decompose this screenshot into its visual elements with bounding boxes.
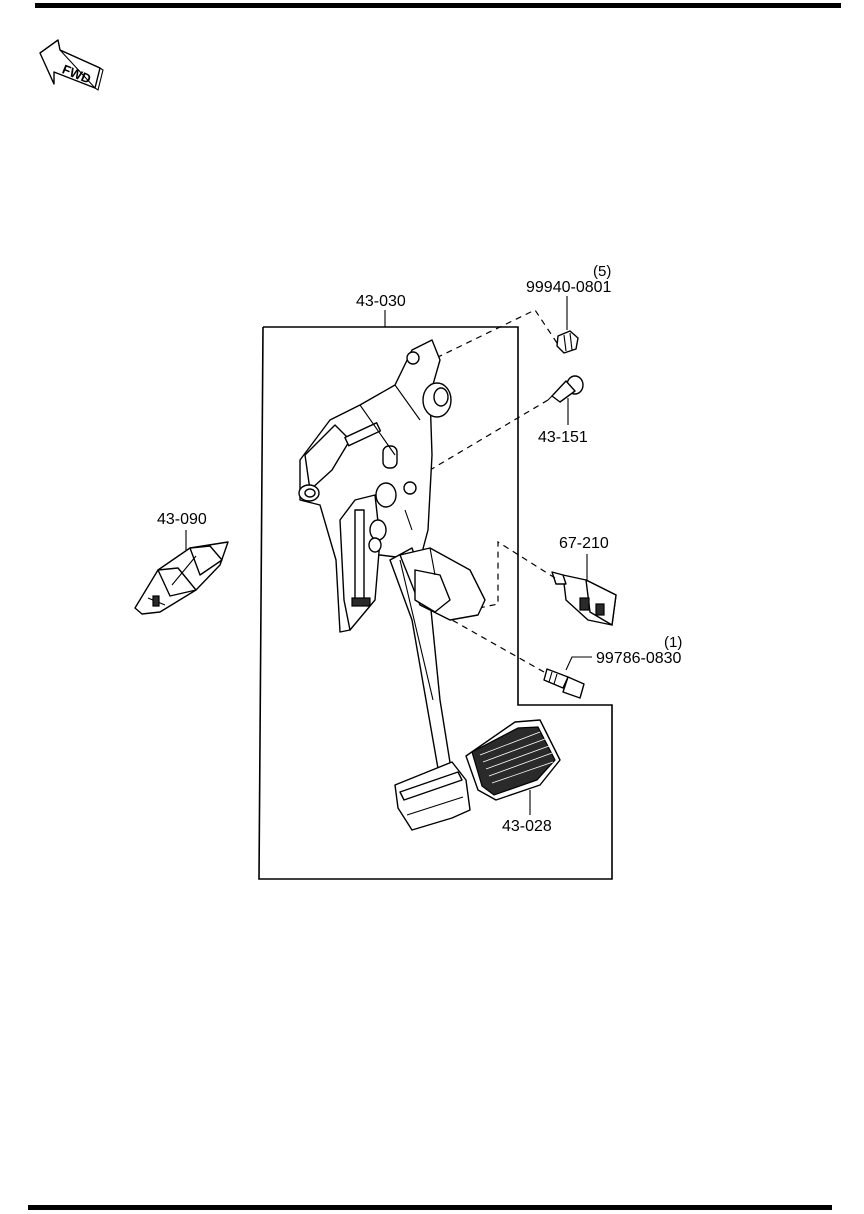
callout-nut: 99940-0801 bbox=[526, 279, 612, 296]
pin-part bbox=[547, 375, 584, 403]
fwd-arrow-icon: FWD bbox=[39, 39, 104, 91]
leader-bolt bbox=[565, 656, 592, 671]
callout-switch: 67-210 bbox=[559, 535, 609, 552]
assembly-boundary bbox=[258, 326, 613, 880]
nut-part bbox=[556, 330, 579, 354]
callout-nut-qty: (5) bbox=[593, 263, 611, 280]
bottom-rule bbox=[28, 1205, 832, 1210]
callout-bolt-qty: (1) bbox=[664, 634, 682, 651]
dash-bolt bbox=[451, 619, 545, 673]
callout-bolt: 99786-0830 bbox=[596, 650, 682, 667]
dash-pin bbox=[429, 399, 549, 471]
switch-part bbox=[551, 571, 617, 626]
callout-assembly: 43-030 bbox=[356, 293, 406, 310]
bracket-part bbox=[134, 541, 229, 615]
callout-pin: 43-151 bbox=[538, 429, 588, 446]
top-rule bbox=[35, 3, 841, 8]
bolt-part bbox=[543, 668, 585, 699]
callout-bracket: 43-090 bbox=[157, 511, 207, 528]
pedal-bracket-part bbox=[298, 339, 486, 831]
callout-pad: 43-028 bbox=[502, 818, 552, 835]
dash-nut bbox=[435, 309, 558, 359]
pedal-pad-part bbox=[465, 719, 561, 801]
